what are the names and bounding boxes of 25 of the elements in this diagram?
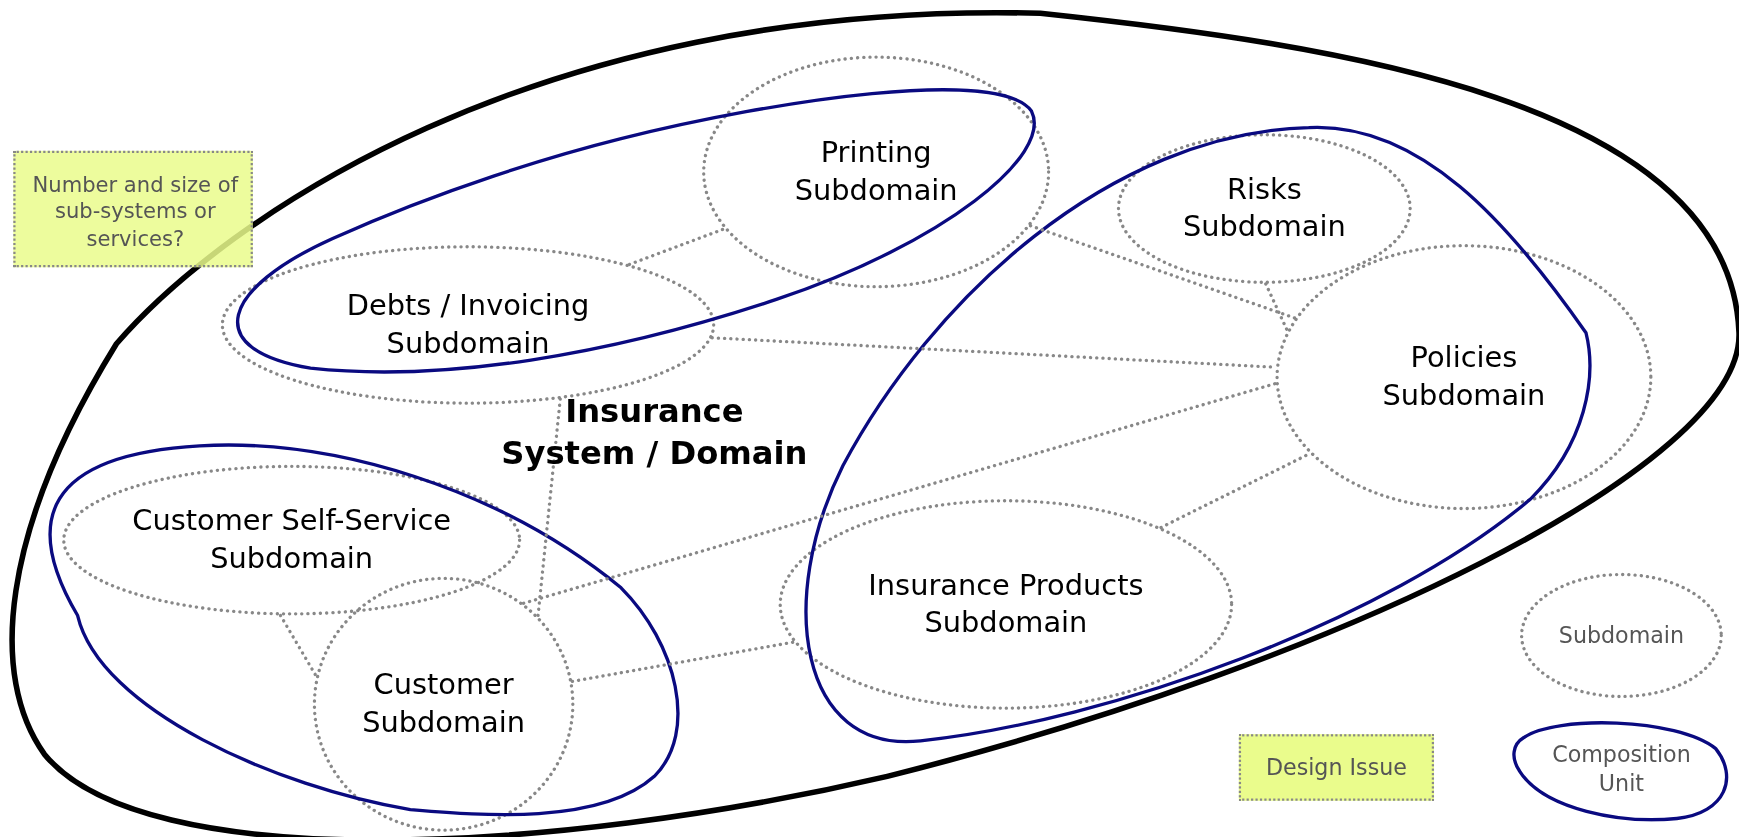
subdomain-label: Risks Subdomain	[1181, 171, 1347, 245]
connector-line	[536, 397, 562, 618]
subdomain-ellipse	[778, 499, 1234, 710]
system-title: Insurance System / Domain	[500, 390, 809, 474]
connector-line	[570, 640, 796, 684]
legend-label: Composition Unit	[1551, 739, 1692, 798]
connector-line	[278, 613, 318, 678]
connector-line	[1028, 224, 1297, 320]
subdomain-ellipse	[702, 55, 1051, 289]
connector-line	[1264, 282, 1289, 333]
connector-line	[521, 381, 1278, 605]
subdomain-label: Customer Self-Service Subdomain	[131, 502, 453, 577]
subdomain-label: Debts / Invoicing Subdomain	[345, 287, 591, 362]
subdomain-ellipse	[1275, 244, 1653, 511]
subdomain-label: Policies Subdomain	[1381, 339, 1547, 414]
subdomain-label: Insurance Products Subdomain	[867, 567, 1145, 641]
subdomain-ellipse	[1116, 133, 1412, 284]
connector-line	[627, 227, 726, 267]
legend-label: Subdomain	[1558, 621, 1685, 650]
legend-label: Design Issue	[1265, 753, 1407, 782]
subdomain-ellipse	[312, 576, 575, 832]
subdomain-label: Printing Subdomain	[793, 134, 959, 209]
design-issue-note	[13, 150, 253, 268]
subdomain-label: Customer Subdomain	[361, 666, 527, 741]
note-text: Number and size of sub-systems or services?	[31, 170, 240, 253]
